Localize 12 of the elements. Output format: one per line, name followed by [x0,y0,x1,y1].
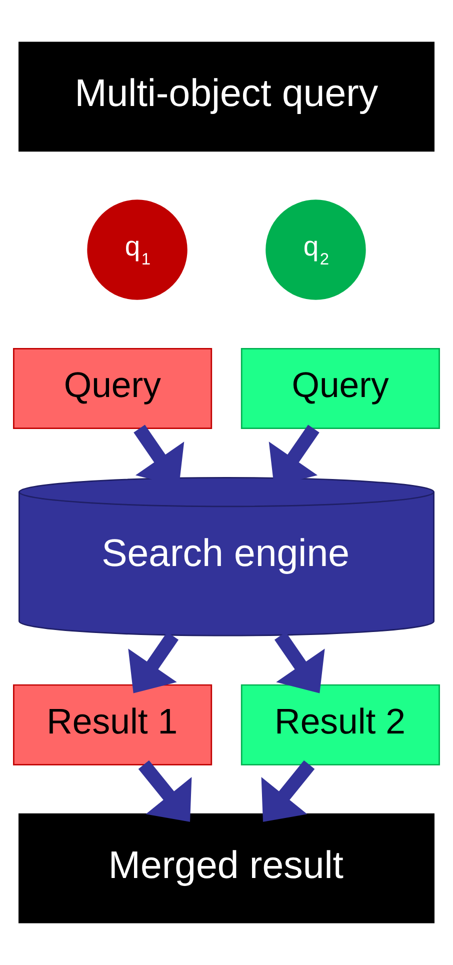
arrow [274,632,325,694]
arrow [138,760,192,822]
node-box: Result 2 [240,684,440,766]
node-circle: q$_{2}$ [266,200,366,300]
node-box: Query [240,348,440,429]
arrow [261,760,315,822]
node-circle: q$_{1}$ [87,200,188,300]
node-box: Query [13,348,212,429]
node-box: Merged result [18,813,434,924]
node-box: Result 1 [13,684,212,766]
node-box: Multi-object query [18,42,434,152]
arrow [128,632,179,694]
